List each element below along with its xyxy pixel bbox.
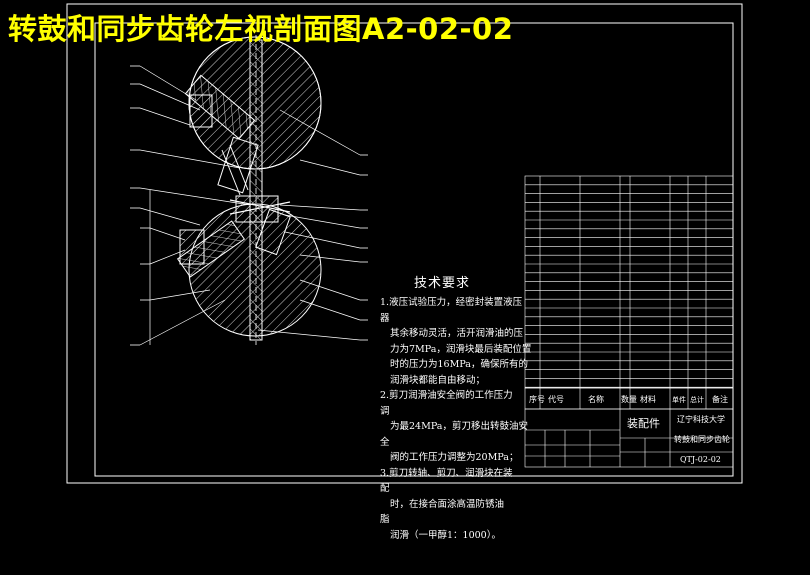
tech-requirement-line: 调 — [380, 405, 390, 417]
bom-col-seq: 序号 — [529, 394, 545, 404]
tech-requirement-line: 时，在接合面涂高温防锈油 — [390, 498, 505, 510]
tech-requirement-line: 为最24MPa，剪刀移出转鼓油安 — [390, 421, 528, 432]
leader-lines-left — [139, 65, 251, 346]
tech-requirement-line: 力为7MPa，润滑块最后装配位置 — [390, 343, 532, 355]
assembly-label: 装配件 — [627, 417, 660, 430]
title-block — [524, 408, 734, 468]
tech-requirement-line: 配 — [380, 483, 390, 494]
bom-col-unit: 单件 — [672, 395, 686, 404]
technical-requirements-lines: 1.液压试验压力，经密封装置液压器 其余移动灵活，活开润滑油的压 力为7MPa，… — [380, 295, 532, 543]
tech-requirement-line: 润滑（一甲醇1：1000）。 — [390, 529, 501, 541]
balloon-marks — [130, 65, 368, 346]
technical-requirements: 技术要求 1.液压试验压力，经密封装置液压器 其余移动灵活，活开润滑油的压 力为… — [380, 272, 532, 543]
parts-list-table — [524, 175, 734, 409]
drawing-number: QTJ-02-02 — [680, 455, 721, 464]
bom-col-name: 名称 — [588, 394, 604, 404]
tech-requirement-line: 时的压力为16MPa，确保所有的 — [390, 359, 528, 370]
tech-requirement-line: 1.液压试验压力，经密封装置液压 — [380, 297, 523, 308]
tech-requirement-line: 润滑块都能自由移动； — [390, 374, 486, 386]
upper-blade-assembly — [184, 74, 259, 196]
lower-blade-assembly — [176, 208, 291, 278]
gear-mesh — [229, 195, 291, 223]
bom-col-remark: 备注 — [712, 394, 728, 404]
bom-col-material: 材料 — [640, 394, 656, 404]
bom-col-total: 总计 — [690, 395, 704, 404]
tech-requirement-line: 阀的工作压力调整为20MPa； — [390, 452, 519, 463]
drawing-name: 转鼓和同步齿轮 — [674, 434, 730, 444]
tech-requirement-line: 3.剪刀转轴、剪刀、润滑块在装 — [380, 467, 513, 479]
tech-requirement-line: 全 — [380, 436, 390, 448]
outer-frame — [66, 3, 743, 484]
tech-requirement-line: 器 — [380, 312, 390, 324]
tech-requirement-line: 其余移动灵活，活开润滑油的压 — [390, 328, 524, 339]
bom-col-qty: 数量 — [621, 394, 637, 404]
bom-col-code: 代号 — [548, 394, 564, 404]
drawing-title: 转鼓和同步齿轮左视剖面图A2-02-02 — [8, 12, 514, 46]
org-name: 辽宁科技大学 — [677, 414, 725, 424]
tech-requirement-line: 脂 — [380, 514, 390, 525]
technical-requirements-heading: 技术要求 — [414, 276, 471, 291]
leader-lines-right — [257, 109, 361, 341]
tech-requirement-line: 2.剪刀润滑油安全阀的工作压力 — [380, 390, 513, 401]
parts-list-header: 序号 代号 名称 数量 材料 单件 总计 备注 — [524, 387, 734, 410]
